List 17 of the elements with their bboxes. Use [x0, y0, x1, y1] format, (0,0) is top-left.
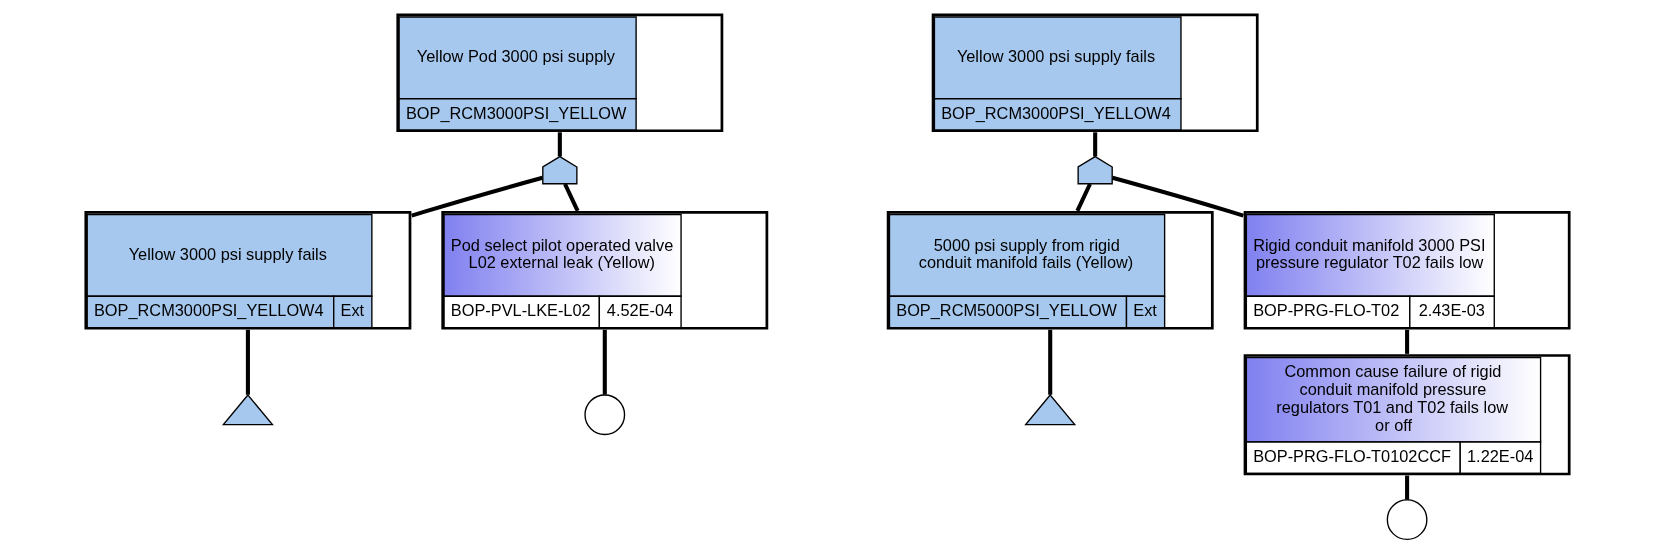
connector: [1047, 329, 1052, 395]
node-gate: [541, 155, 578, 185]
connector: [1092, 132, 1097, 157]
connector: [1404, 329, 1409, 354]
connector: [602, 329, 607, 395]
node-circle: [583, 394, 625, 436]
node-triangle: [221, 393, 274, 426]
connector: [562, 183, 579, 212]
connector: [557, 132, 562, 157]
connector: [410, 175, 543, 218]
connector: [1404, 475, 1409, 500]
node-circle: [1386, 499, 1427, 541]
connector: [1111, 175, 1244, 218]
node-gate: [1076, 155, 1113, 185]
connector: [1075, 183, 1092, 212]
node-triangle: [1023, 393, 1076, 426]
connector: [245, 329, 250, 395]
